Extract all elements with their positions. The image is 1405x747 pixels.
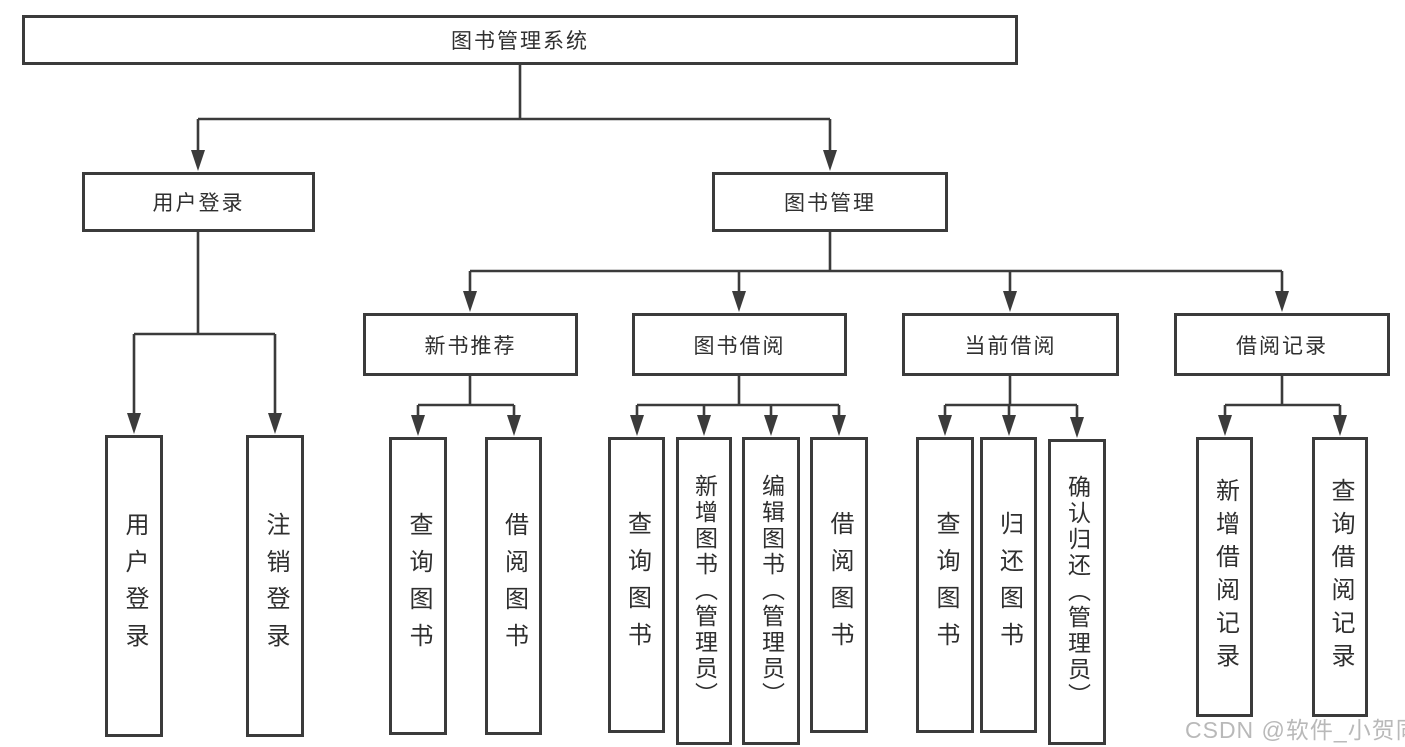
leaf-borrow-query-label: 查询图书: [623, 511, 651, 659]
node-user-login-branch: 用户登录: [82, 172, 315, 232]
leaf-borrow-edit-admin-label: 编辑图书（管理员）: [758, 474, 785, 708]
leaf-record-query: 查询借阅记录: [1312, 437, 1368, 717]
leaf-user-login: 用户登录: [105, 435, 163, 737]
leaf-borrow-edit-admin: 编辑图书（管理员）: [742, 437, 800, 745]
node-new-books: 新书推荐: [363, 313, 578, 376]
node-root-label: 图书管理系统: [451, 30, 589, 53]
connector-user-login: [132, 232, 277, 415]
leaf-record-add: 新增借阅记录: [1196, 437, 1253, 717]
leaf-newbooks-query-label: 查询图书: [405, 512, 432, 660]
leaf-newbooks-borrow-label: 借阅图书: [500, 512, 528, 660]
node-book-manage-label: 图书管理: [784, 192, 876, 215]
leaf-newbooks-borrow: 借阅图书: [485, 437, 542, 735]
leaf-logout-label: 注销登录: [262, 512, 289, 660]
node-book-borrow: 图书借阅: [632, 313, 847, 376]
connector-borrow-records: [1223, 376, 1342, 417]
leaf-user-login-label: 用户登录: [121, 512, 148, 660]
node-borrow-records-label: 借阅记录: [1236, 334, 1328, 358]
csdn-watermark: CSDN @软件_小贺同学: [1185, 717, 1405, 743]
leaf-borrow-add-admin-label: 新增图书（管理员）: [691, 474, 718, 708]
node-root-system: 图书管理系统: [22, 15, 1018, 65]
node-borrow-records: 借阅记录: [1174, 313, 1390, 376]
leaf-borrow-add-admin: 新增图书（管理员）: [676, 437, 732, 745]
leaf-current-return: 归还图书: [980, 437, 1037, 733]
node-user-login-label: 用户登录: [152, 192, 245, 215]
arrowheads: [127, 150, 1347, 438]
node-current-borrow-label: 当前借阅: [964, 334, 1057, 358]
leaf-record-query-label: 查询借阅记录: [1327, 478, 1354, 676]
leaf-current-query-label: 查询图书: [932, 511, 959, 659]
leaf-borrow-book: 借阅图书: [810, 437, 868, 733]
node-book-borrow-label: 图书借阅: [693, 334, 786, 358]
connector-new-books: [416, 376, 516, 417]
connector-borrow: [635, 376, 841, 417]
leaf-current-confirm-admin-label: 确认归还（管理员）: [1064, 475, 1091, 709]
node-book-manage-branch: 图书管理: [712, 172, 948, 232]
leaf-current-confirm-admin: 确认归还（管理员）: [1048, 439, 1106, 745]
node-new-books-label: 新书推荐: [424, 334, 517, 358]
connector-book-manage: [468, 232, 1284, 294]
connector-current-borrow: [943, 376, 1079, 417]
leaf-logout: 注销登录: [246, 435, 304, 737]
leaf-newbooks-query: 查询图书: [389, 437, 447, 735]
leaf-current-return-label: 归还图书: [995, 511, 1023, 659]
leaf-record-add-label: 新增借阅记录: [1211, 478, 1239, 676]
connector-root: [196, 65, 832, 153]
node-current-borrow: 当前借阅: [902, 313, 1119, 376]
leaf-borrow-book-label: 借阅图书: [826, 511, 853, 659]
leaf-current-query: 查询图书: [916, 437, 974, 733]
leaf-borrow-query: 查询图书: [608, 437, 665, 733]
